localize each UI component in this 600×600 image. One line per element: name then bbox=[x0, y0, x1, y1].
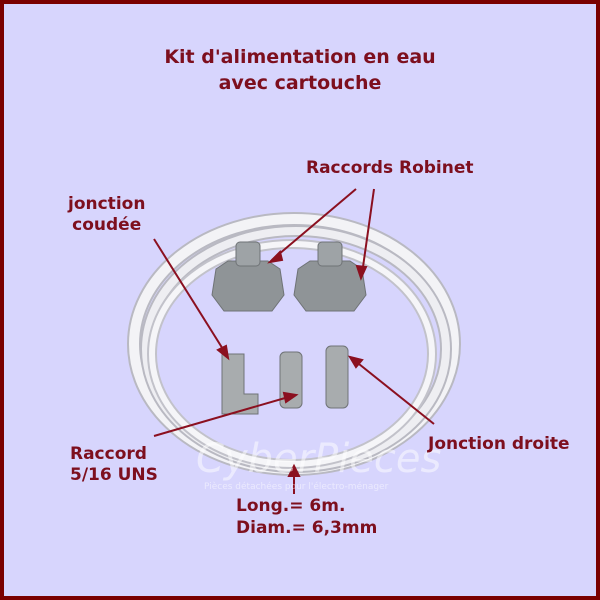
tap-connector-left bbox=[211, 241, 285, 312]
product-illustration bbox=[127, 188, 461, 494]
watermark-tagline: Pièces détachées pour l'électro-ménager bbox=[204, 482, 389, 492]
label-jonction-coudee: jonction coudée bbox=[68, 194, 145, 236]
tap-connector-right bbox=[293, 241, 367, 312]
watermark-brand: CyberPieces bbox=[196, 436, 442, 482]
label-diametre: Diam.= 6,3mm bbox=[236, 518, 378, 538]
label-raccord-uns: Raccord 5/16 UNS bbox=[70, 444, 158, 486]
label-line: Raccord bbox=[70, 444, 147, 464]
page-title: Kit d'alimentation en eau avec cartouche bbox=[4, 44, 596, 96]
title-line-1: Kit d'alimentation en eau bbox=[164, 46, 436, 68]
coiled-tube bbox=[127, 212, 461, 476]
label-raccords-robinet: Raccords Robinet bbox=[306, 158, 474, 178]
straight-fitting bbox=[325, 345, 349, 409]
label-line: jonction bbox=[68, 194, 146, 214]
label-longueur: Long.= 6m. bbox=[236, 496, 346, 516]
elbow-fitting bbox=[221, 353, 259, 415]
label-jonction-droite: Jonction droite bbox=[428, 434, 570, 454]
label-line: coudée bbox=[72, 215, 142, 235]
annotation-arrows bbox=[153, 188, 435, 494]
label-line: 5/16 UNS bbox=[70, 465, 158, 485]
title-line-2: avec cartouche bbox=[218, 72, 382, 94]
